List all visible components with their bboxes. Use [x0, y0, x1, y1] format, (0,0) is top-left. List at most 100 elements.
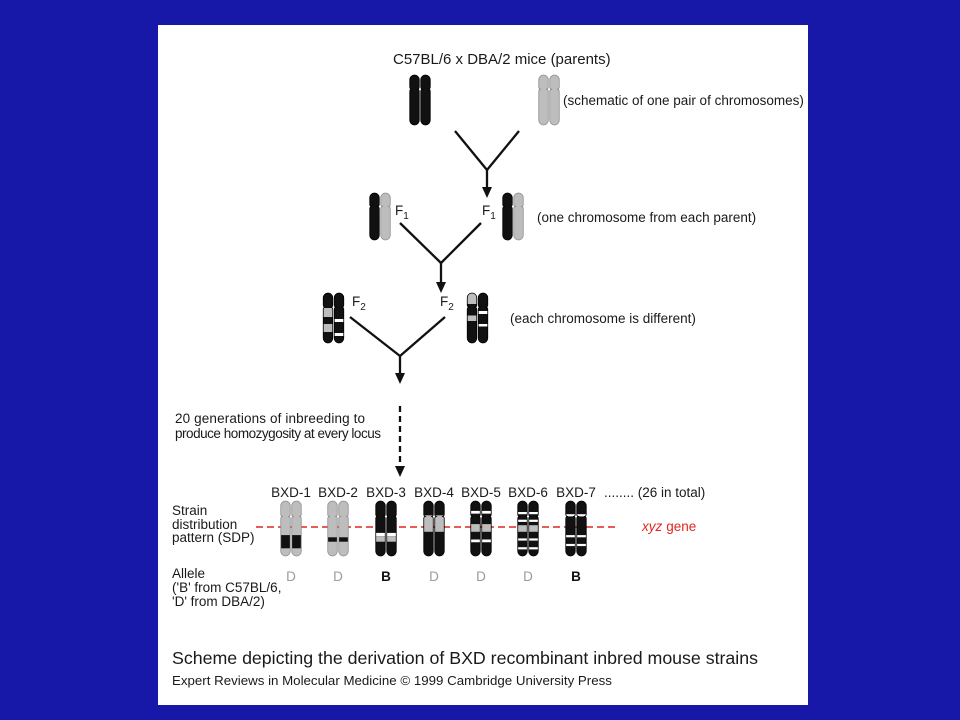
chromosome-band [386, 532, 397, 537]
dba2-parent-chromosome-pair [538, 74, 560, 126]
chromosome [386, 500, 397, 557]
chromosome-outline [466, 292, 478, 344]
sdp-label-line: distribution [172, 517, 237, 532]
chromosome-band [517, 547, 528, 550]
chromosome-outline [327, 500, 338, 557]
chromosome [481, 500, 492, 557]
f2-label-letter: F [440, 294, 448, 309]
strain-label-bxd-7: BXD-7 [556, 485, 596, 500]
chromosome-segment [386, 501, 397, 556]
chromosome [369, 192, 380, 241]
chromosome-fill [327, 501, 338, 556]
chromosome-band [470, 510, 481, 514]
chromosome-band [334, 333, 344, 336]
allele-label-line: 'D' from DBA/2) [172, 594, 265, 609]
f1-label-subscript: 1 [490, 211, 496, 222]
chromosome-band [323, 308, 333, 317]
chromosome [322, 292, 334, 344]
chromosome [338, 500, 349, 557]
chromosome-segment [502, 193, 513, 241]
chromosome-segment [323, 293, 333, 343]
chromosome [517, 500, 528, 557]
cross-branch-right [486, 130, 520, 171]
chromosome-fill [280, 501, 291, 556]
chromosome-outline [322, 292, 334, 344]
chromosome-segment [291, 501, 302, 556]
chromosome-segment [549, 75, 560, 125]
inbreeding-text-line2: produce homozygosity at every locus [175, 426, 381, 441]
chromosome [375, 500, 386, 557]
f1-left-chromosome-pair [369, 192, 391, 241]
chromosome-segment [369, 193, 380, 241]
chromosome [576, 500, 587, 557]
chromosome-fill [502, 193, 513, 241]
chromosome [549, 74, 560, 126]
chromosome-segment [280, 501, 291, 556]
allele-bxd-7: B [571, 569, 581, 584]
chromosome [434, 500, 445, 557]
strain-bxd-3-chromosomes [375, 500, 397, 557]
chromosome-band [565, 514, 576, 517]
chromosome-fill [338, 501, 349, 556]
cross-branch-left [399, 222, 442, 264]
chromosome-segment [538, 75, 549, 125]
chromosome-fill [467, 293, 477, 343]
chromosome-outline [338, 500, 349, 557]
allele-bxd-3: B [381, 569, 391, 584]
chromosome-fill [513, 193, 524, 241]
f2-label-letter: F [352, 294, 360, 309]
inbreeding-text-line1: 20 generations of inbreeding to [175, 411, 365, 426]
chromosome-fill [334, 293, 344, 343]
f2-label-left: F2 [352, 294, 366, 313]
chromosome-outline [470, 500, 481, 557]
chromosome-outline [477, 292, 489, 344]
chromosome-band [470, 539, 481, 543]
chromosome-band [565, 543, 576, 547]
chromosome-fill [375, 501, 386, 556]
chromosome-fill [434, 501, 445, 556]
chromosome-band [280, 535, 291, 549]
chromosome-band [565, 535, 576, 538]
chromosome [380, 192, 391, 241]
chromosome-band [386, 536, 397, 542]
chromosome-outline [369, 192, 380, 241]
strain-bxd-6-chromosomes [517, 500, 539, 557]
f2-note: (each chromosome is different) [510, 311, 696, 326]
strain-label-bxd-2: BXD-2 [318, 485, 358, 500]
figure-caption-title: Scheme depicting the derivation of BXD r… [172, 648, 758, 668]
chromosome [280, 500, 291, 557]
chromosome-band [517, 512, 528, 515]
f1-label-letter: F [482, 203, 490, 218]
arrowhead [395, 466, 405, 477]
chromosome-outline [565, 500, 576, 557]
f1-note: (one chromosome from each parent) [537, 210, 756, 225]
chromosome [409, 74, 420, 126]
chromosome-fill [420, 75, 431, 125]
chromosome-fill [549, 75, 560, 125]
c57bl6-parent-chromosome-pair [409, 74, 431, 126]
chromosome-band [334, 319, 344, 322]
arrowhead [395, 373, 405, 384]
arrowhead [482, 187, 492, 198]
cross-branch-left [349, 316, 401, 357]
chromosome [477, 292, 489, 344]
chromosome [327, 500, 338, 557]
chromosome-segment [565, 501, 576, 556]
chromosome-outline [386, 500, 397, 557]
chromosome-fill [565, 501, 576, 556]
chromosome-fill [576, 501, 587, 556]
chromosome-band [528, 525, 539, 532]
allele-bxd-1: D [286, 569, 296, 584]
chromosome-fill [528, 501, 539, 556]
allele-bxd-2: D [333, 569, 343, 584]
chromosome-band [467, 315, 477, 321]
chromosome-band [375, 532, 386, 537]
chromosome-fill [369, 193, 380, 241]
strain-label-bxd-1: BXD-1 [271, 485, 311, 500]
arrowhead [436, 282, 446, 293]
strain-bxd-4-chromosomes [423, 500, 445, 557]
chromosome-outline [423, 500, 434, 557]
chromosome-outline [517, 500, 528, 557]
chromosome [420, 74, 431, 126]
chromosome [538, 74, 549, 126]
